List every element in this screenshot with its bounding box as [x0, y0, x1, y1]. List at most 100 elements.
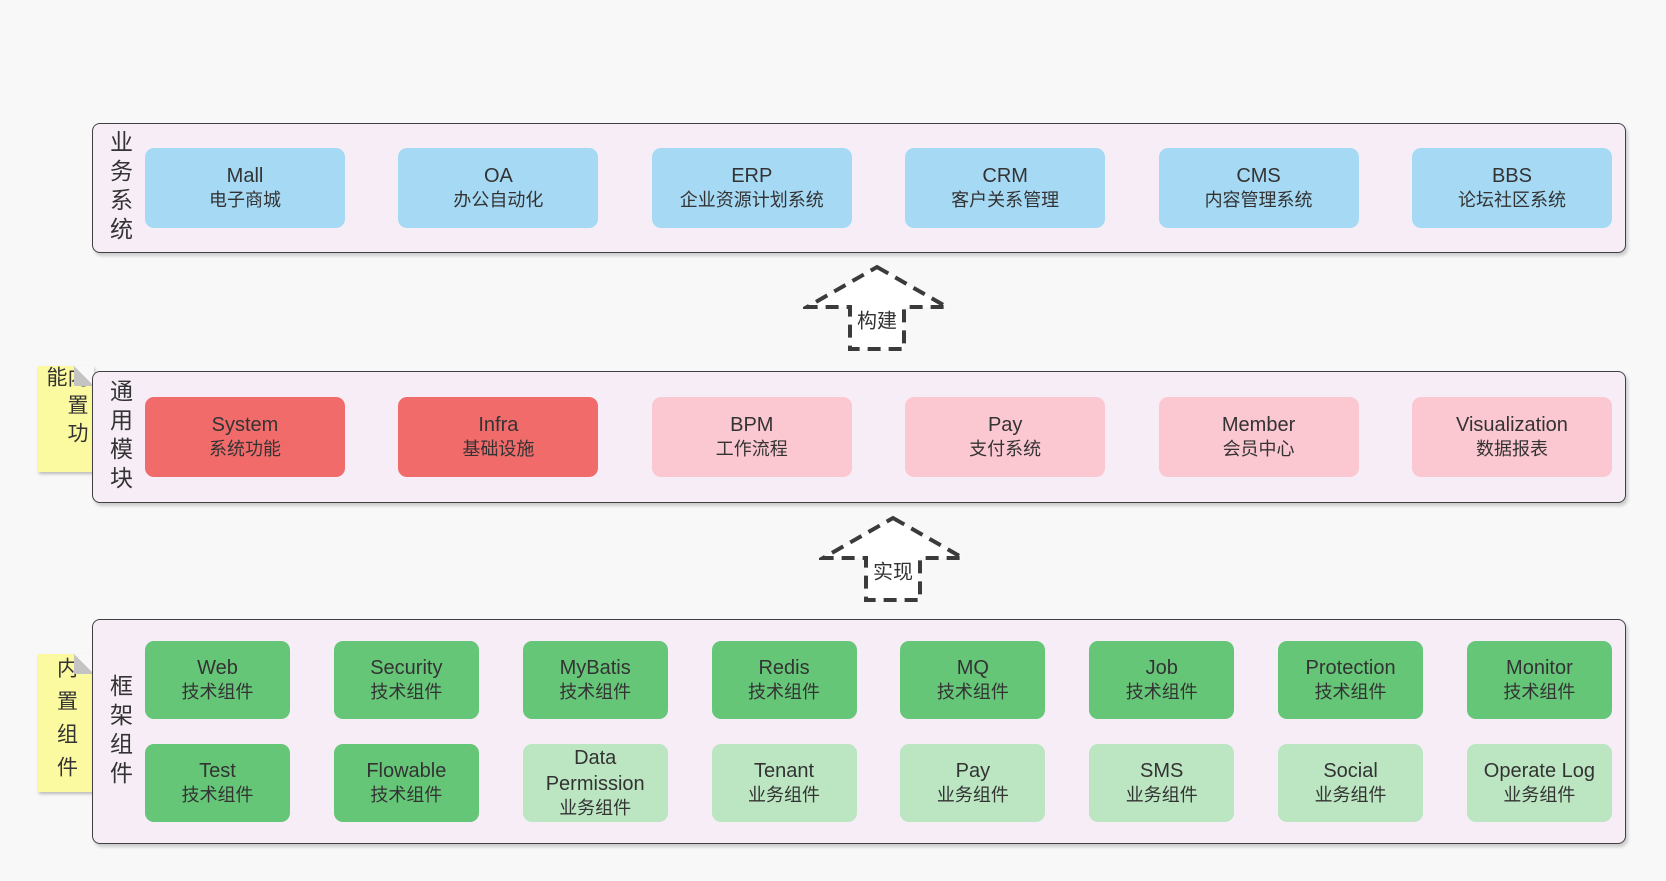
box-subtitle: 技术组件 [1125, 682, 1198, 703]
box-subtitle: 技术组件 [370, 785, 443, 806]
box-subtitle: 业务组件 [1125, 785, 1198, 806]
box-title: SMS [1140, 760, 1184, 783]
box-title: Infra [478, 414, 519, 437]
box-title: Member [1221, 414, 1296, 437]
box-subtitle: 办公自动化 [453, 190, 544, 211]
box-title: OA [483, 165, 513, 188]
box-subtitle: 技术组件 [181, 785, 254, 806]
box-title: Test [199, 760, 236, 783]
box-title: Data Permission [545, 747, 645, 796]
sticky-note-label: 内置组件 [54, 657, 78, 789]
box-title: Protection [1305, 657, 1396, 680]
box-title: BBS [1491, 165, 1532, 188]
box-subtitle: 数据报表 [1475, 439, 1548, 460]
box-title: MyBatis [559, 657, 631, 680]
panel-label-text: 框架组件 [106, 673, 133, 790]
box-subtitle: 会员中心 [1222, 439, 1295, 460]
sticky-note-builtin-features: 内置功能 [38, 366, 94, 472]
box-subtitle: 基础设施 [462, 439, 535, 460]
box-title: BPM [730, 414, 774, 437]
box-title: CMS [1236, 165, 1281, 188]
box-subtitle: 业务组件 [748, 785, 821, 806]
panel-label-text: 通用模块 [106, 379, 133, 495]
box-subtitle: 论坛社区系统 [1457, 190, 1566, 211]
sticky-note-label: 内置功能 [44, 366, 88, 450]
box-title: Pay [987, 414, 1023, 437]
box-title: Mall [226, 165, 264, 188]
box-title: Social [1323, 760, 1378, 783]
box-subtitle: 业务组件 [559, 798, 632, 819]
box-subtitle: 支付系统 [969, 439, 1042, 460]
box-subtitle: 业务组件 [936, 785, 1009, 806]
box-title: Tenant [754, 760, 815, 783]
box-title: Security [370, 657, 443, 680]
box-subtitle: 业务组件 [1503, 785, 1576, 806]
box-subtitle: 技术组件 [936, 682, 1009, 703]
box-title: Pay [955, 760, 991, 783]
box-title: Redis [758, 657, 810, 680]
box-title: Web [197, 657, 238, 680]
panel-business-label: 业务系统 [93, 124, 145, 252]
box-title: Operate Log [1483, 760, 1595, 783]
implement-arrow-label: 实现 [868, 554, 918, 586]
box-title: Visualization [1455, 414, 1568, 437]
box-title: Job [1145, 657, 1178, 680]
box-subtitle: 技术组件 [748, 682, 821, 703]
box-title: MQ [956, 657, 989, 680]
build-arrow-label: 构建 [852, 303, 902, 335]
box-subtitle: 业务组件 [1314, 785, 1387, 806]
box-subtitle: 内容管理系统 [1204, 190, 1313, 211]
box-subtitle: 工作流程 [715, 439, 788, 460]
sticky-note-builtin-components: 内置组件 [38, 654, 94, 792]
box-subtitle: 系统功能 [209, 439, 281, 460]
box-title: System [211, 414, 279, 437]
box-title: Monitor [1506, 657, 1573, 680]
panel-modules-label: 通用模块 [93, 372, 145, 502]
box-subtitle: 技术组件 [1503, 682, 1576, 703]
panel-label-text: 业务系统 [106, 130, 133, 246]
box-subtitle: 客户关系管理 [951, 190, 1060, 211]
box-subtitle: 企业资源计划系统 [679, 190, 824, 211]
box-title: CRM [982, 165, 1028, 188]
box-title: ERP [731, 165, 773, 188]
box-subtitle: 电子商城 [209, 190, 281, 211]
build-arrow: 构建 [803, 263, 951, 353]
box-subtitle: 技术组件 [559, 682, 632, 703]
box-subtitle: 技术组件 [370, 682, 443, 703]
